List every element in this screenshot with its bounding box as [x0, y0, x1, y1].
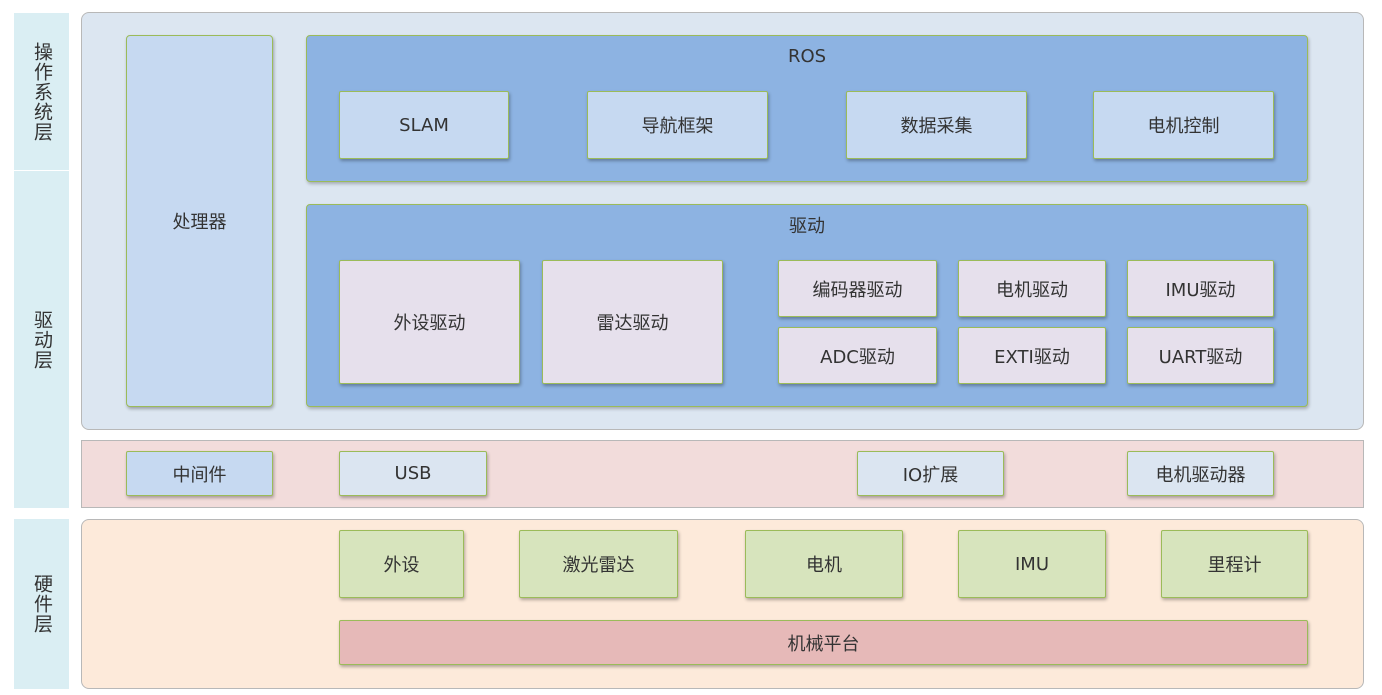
driver-item-lidar: 雷达驱动	[542, 260, 723, 384]
middleware-item-usb: USB	[339, 451, 487, 496]
middleware-label: 中间件	[126, 451, 273, 496]
ros-title: ROS	[787, 45, 827, 67]
driver-item-adc: ADC驱动	[778, 327, 937, 384]
driver-item-exti: EXTI驱动	[958, 327, 1106, 384]
hardware-item-odometer: 里程计	[1161, 530, 1308, 598]
driver-item-motor: 电机驱动	[958, 260, 1106, 317]
processor-box: 处理器	[126, 35, 273, 407]
ros-item-data-collection: 数据采集	[846, 91, 1027, 159]
hardware-item-lidar: 激光雷达	[519, 530, 678, 598]
middleware-item-motor-driver: 电机驱动器	[1127, 451, 1274, 496]
driver-title: 驱动	[789, 216, 825, 237]
layer-label-driver: 驱动层	[14, 171, 69, 508]
layer-label-os: 操作系统层	[14, 13, 69, 170]
layer-label-hardware: 硬件层	[14, 519, 69, 689]
ros-item-slam: SLAM	[339, 91, 509, 159]
hardware-item-motor: 电机	[745, 530, 903, 598]
hardware-mechanical-platform: 机械平台	[339, 620, 1308, 665]
ros-item-navigation: 导航框架	[587, 91, 768, 159]
driver-item-imu: IMU驱动	[1127, 260, 1274, 317]
driver-item-uart: UART驱动	[1127, 327, 1274, 384]
middleware-item-io-expansion: IO扩展	[857, 451, 1004, 496]
ros-item-motor-control: 电机控制	[1093, 91, 1274, 159]
hardware-item-imu: IMU	[958, 530, 1106, 598]
hardware-item-peripheral: 外设	[339, 530, 464, 598]
driver-item-peripheral: 外设驱动	[339, 260, 520, 384]
driver-item-encoder: 编码器驱动	[778, 260, 937, 317]
